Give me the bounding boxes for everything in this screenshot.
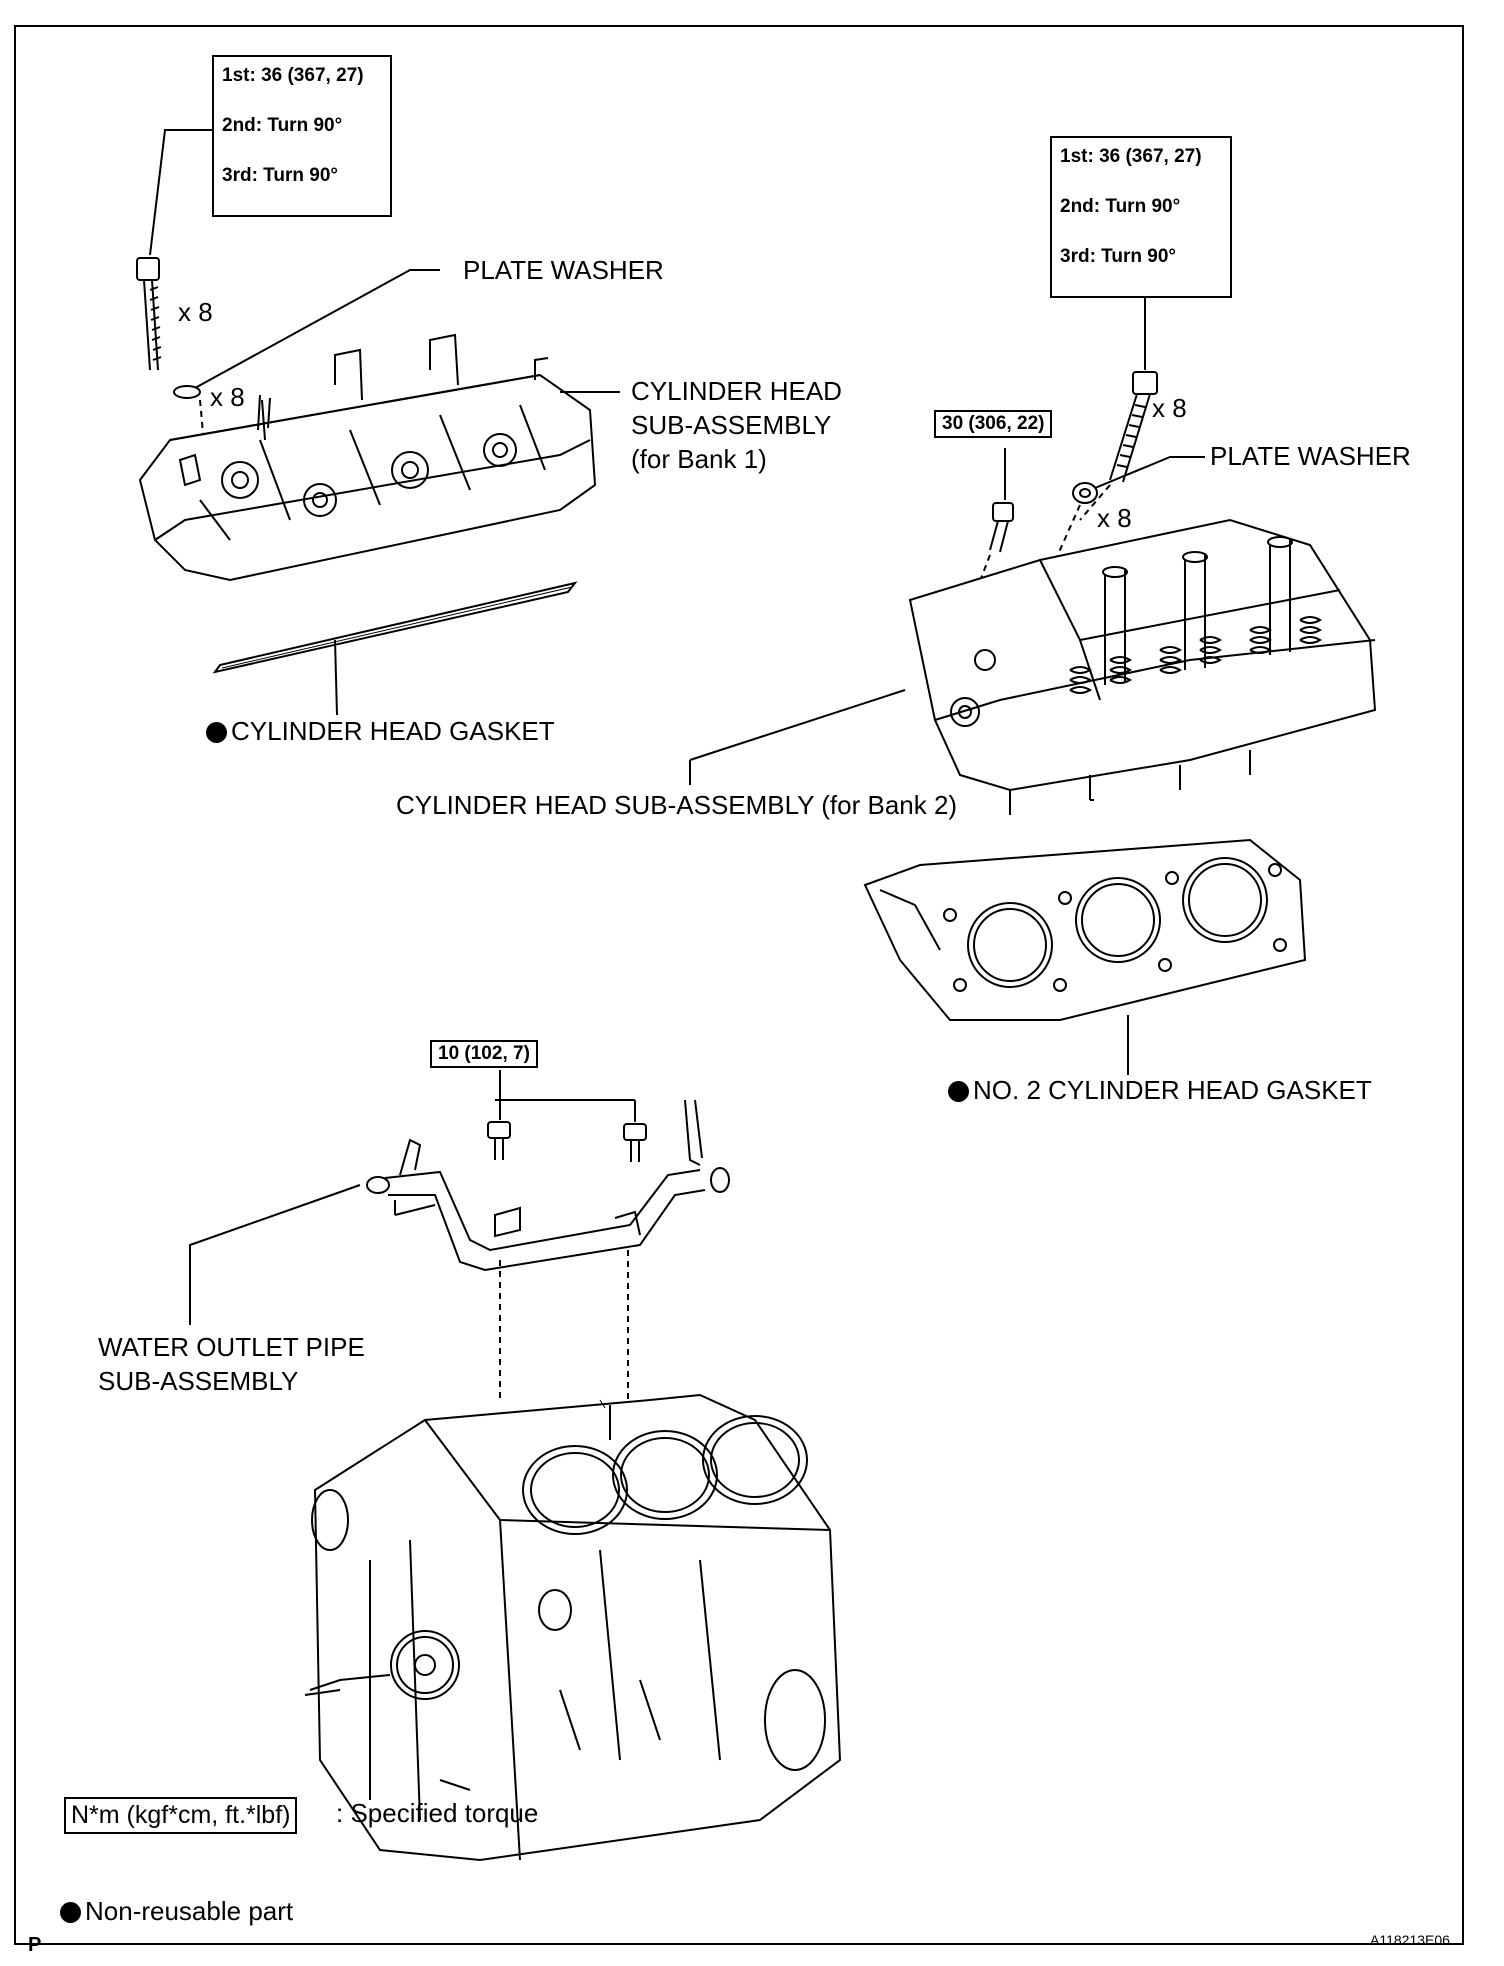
- label-plate-washer-bank2: PLATE WASHER: [1210, 441, 1411, 471]
- cylinder-head-bank2: [908, 518, 1377, 815]
- small-bolt-bank2: [989, 502, 1014, 553]
- label-water-outlet-pipe-line1: WATER OUTLET PIPE: [98, 1332, 365, 1362]
- sprocket: [390, 1630, 460, 1700]
- qty-bolt-bank1: x 8: [178, 297, 213, 327]
- cylinder-head-bank1: [138, 333, 597, 582]
- torque-step-1: 1st: 36 (367, 27): [1060, 146, 1202, 167]
- legend-non-reusable: Non-reusable part: [60, 1896, 293, 1927]
- torque-step-2: 2nd: Turn 90°: [1060, 196, 1181, 217]
- leader-water-pipe: [189, 1184, 361, 1325]
- label-water-outlet-pipe-line2: SUB-ASSEMBLY: [98, 1366, 299, 1396]
- no2-cylinder-head-gasket: [863, 838, 1307, 1075]
- cylinder-block: [304, 1393, 842, 1862]
- qty-bolt-bank2: x 8: [1152, 393, 1187, 423]
- legend-text: Non-reusable part: [85, 1896, 294, 1926]
- leader-torque-water: [495, 1070, 501, 1101]
- label-cylinder-head-bank1-line3: (for Bank 1): [631, 444, 767, 474]
- qty-washer-bank2: x 8: [1097, 503, 1132, 533]
- label-cylinder-head-bank1-line1: CYLINDER HEAD: [631, 376, 842, 406]
- non-reusable-dot-icon: [948, 1081, 969, 1102]
- legend-torque-desc: : Specified torque: [336, 1798, 539, 1828]
- bolt-bank2: [1109, 371, 1158, 483]
- torque-step-1: 1st: 36 (367, 27): [222, 65, 364, 86]
- torque-step-3: 3rd: Turn 90°: [222, 165, 338, 186]
- head-bank1-stud: [261, 399, 266, 441]
- label-plate-washer-bank1: PLATE WASHER: [463, 255, 664, 285]
- valve-springs: [1069, 616, 1322, 694]
- non-reusable-dot-icon: [206, 722, 227, 743]
- torque-box-bank2-small-bolt: 30 (306, 22): [934, 410, 1053, 438]
- label-cylinder-head-bank1-line2: SUB-ASSEMBLY: [631, 410, 832, 440]
- plate-washer-bank1: [173, 385, 201, 399]
- label-cylinder-head-bank2: CYLINDER HEAD SUB-ASSEMBLY (for Bank 2): [396, 790, 958, 820]
- cylinder-head-gasket-bank1: [212, 581, 578, 716]
- figure-frame: [14, 25, 1464, 1945]
- leader-plate-washer-2: [1094, 456, 1205, 489]
- torque-box-bank1-bolt: 1st: 36 (367, 27) 2nd: Turn 90° 3rd: Tur…: [212, 55, 392, 217]
- label-cylinder-head-gasket: CYLINDER HEAD GASKET: [206, 716, 555, 747]
- leader-torque-1: [149, 129, 212, 256]
- water-pipe-bolt-1: [487, 1121, 511, 1160]
- torque-step-3: 3rd: Turn 90°: [1060, 246, 1176, 267]
- corner-letter: P: [28, 1934, 42, 1956]
- label-text: NO. 2 CYLINDER HEAD GASKET: [973, 1075, 1372, 1105]
- water-outlet-pipe: [366, 1099, 730, 1272]
- figure-id: A118213E06: [1370, 1932, 1450, 1948]
- torque-box-bank2-bolt: 1st: 36 (367, 27) 2nd: Turn 90° 3rd: Tur…: [1050, 136, 1232, 298]
- qty-washer-bank1: x 8: [210, 382, 245, 412]
- water-pipe-bolt-2: [623, 1123, 647, 1162]
- label-text: CYLINDER HEAD GASKET: [231, 716, 555, 746]
- label-no2-cylinder-head-gasket: NO. 2 CYLINDER HEAD GASKET: [948, 1075, 1372, 1106]
- torque-step-2: 2nd: Turn 90°: [222, 115, 343, 136]
- leader-plate-washer-1: [194, 269, 440, 389]
- legend-torque-key: N*m (kgf*cm, ft.*lbf): [64, 1797, 298, 1834]
- non-reusable-dot-icon: [60, 1902, 81, 1923]
- bolt-bank1: [136, 257, 162, 371]
- plate-washer-bank2: [1072, 482, 1098, 504]
- torque-box-water-pipe-bolt: 10 (102, 7): [430, 1040, 538, 1068]
